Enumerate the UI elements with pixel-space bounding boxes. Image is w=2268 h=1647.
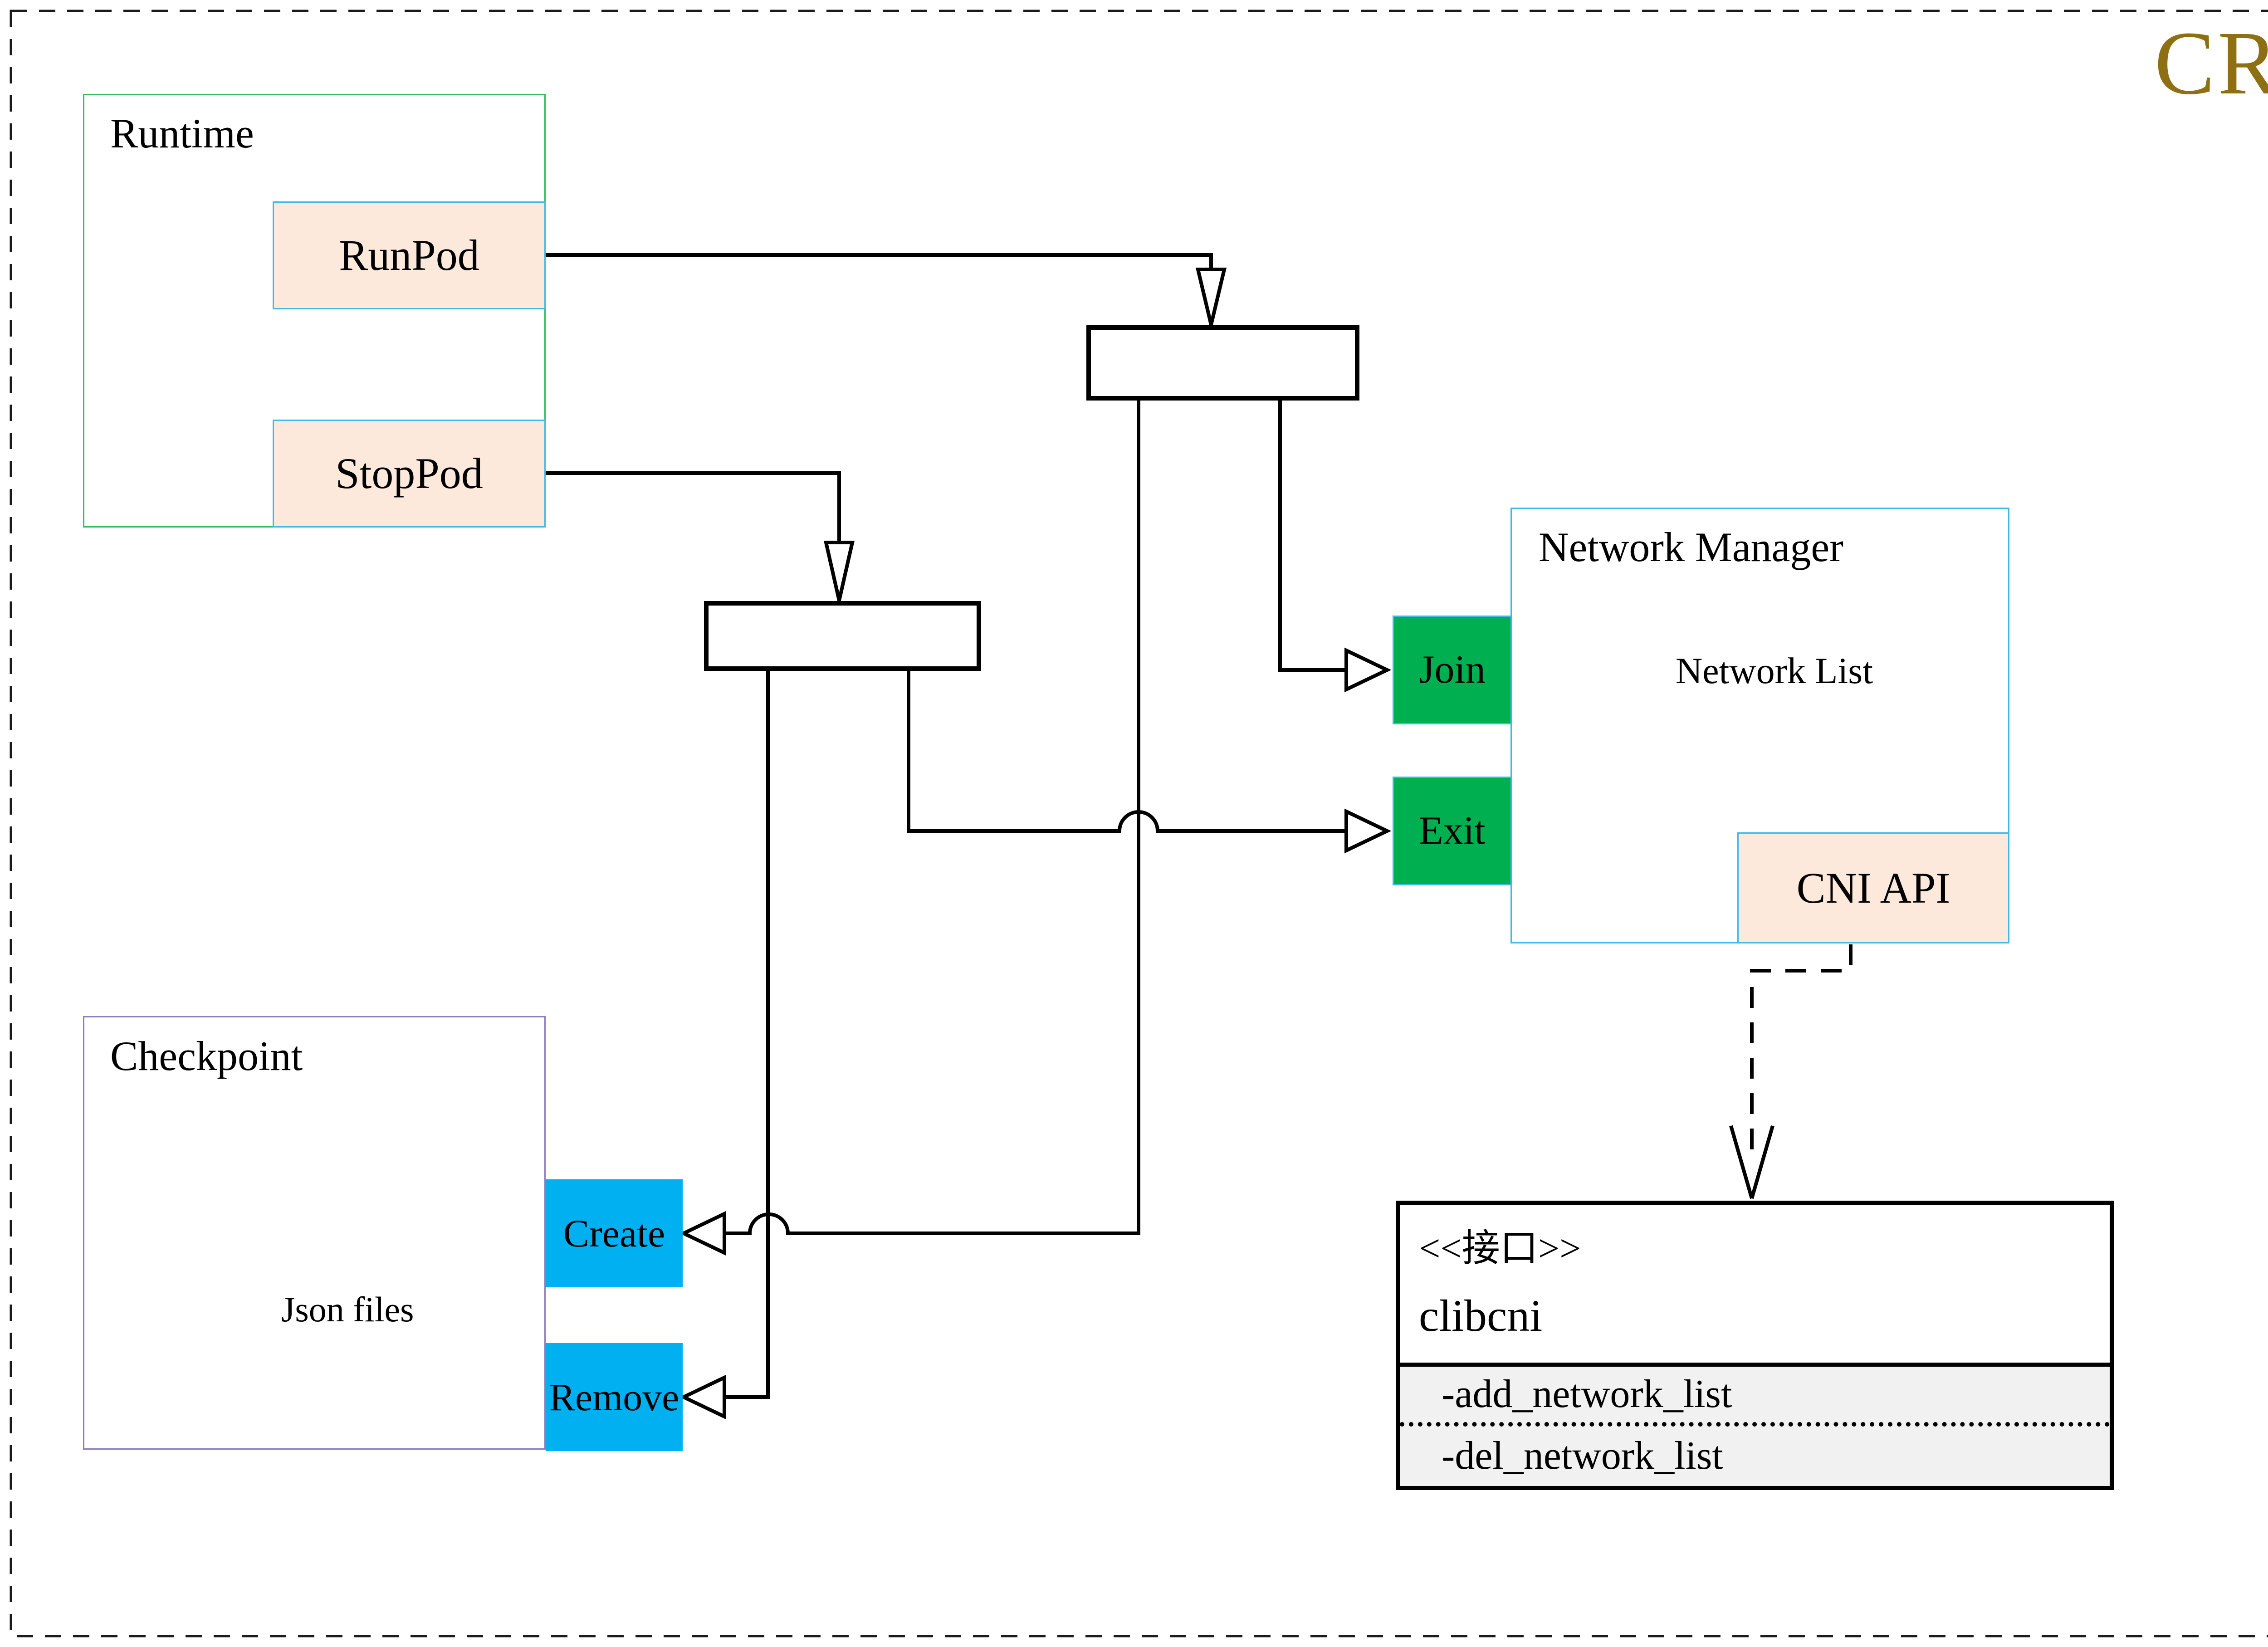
checkpoint-box xyxy=(83,1016,546,1450)
method-add-network-list: -add_network_list xyxy=(1442,1372,1732,1416)
join-label: Join xyxy=(1419,648,1486,692)
page-title: CRI xyxy=(2154,13,2268,113)
exit-label: Exit xyxy=(1419,809,1486,853)
runpod-label: RunPod xyxy=(339,231,479,279)
stoppod-label: StopPod xyxy=(335,449,483,498)
cni-api-label: CNI API xyxy=(1796,863,1950,912)
arrow-stoppod-to-junction2 xyxy=(546,471,841,541)
arrowhead-right-exit-icon xyxy=(1344,808,1392,854)
network-list-label: Network List xyxy=(1676,650,1873,691)
arrowhead-left-remove-icon xyxy=(679,1374,726,1420)
dashed-arrow-cniapi-to-clibcni xyxy=(1750,944,1853,1161)
arrow-junction1-to-join xyxy=(1278,398,1346,672)
json-files-label: Json files xyxy=(281,1290,414,1329)
checkpoint-box-title: Checkpoint xyxy=(110,1033,303,1079)
create-node: Create xyxy=(546,1179,683,1287)
method-row: -add_network_list xyxy=(1400,1367,2110,1427)
join-node: Join xyxy=(1393,616,1512,724)
junction-bar-2 xyxy=(704,601,981,671)
runtime-box-title: Runtime xyxy=(110,110,254,156)
arrow-junction1-to-create xyxy=(724,398,1140,1235)
clibcni-interface-box: <<接口>> clibcni -add_network_list -del_ne… xyxy=(1396,1201,2114,1490)
arrowhead-left-create-icon xyxy=(679,1211,726,1256)
cni-api-node: CNI API xyxy=(1737,832,2009,943)
arrowhead-right-join-icon xyxy=(1344,647,1392,693)
remove-label: Remove xyxy=(549,1375,679,1419)
arrow-runpod-to-junction1 xyxy=(546,253,1213,270)
create-label: Create xyxy=(563,1212,665,1255)
clibcni-name: clibcni xyxy=(1419,1290,1543,1341)
method-row: -del_network_list xyxy=(1400,1427,2110,1486)
arrowhead-down-junction1-icon xyxy=(1195,268,1227,325)
arrowhead-open-v-clibcni-icon xyxy=(1729,1125,1774,1199)
network-manager-title: Network Manager xyxy=(1539,524,1843,570)
junction-bar-1 xyxy=(1086,325,1359,401)
remove-node: Remove xyxy=(546,1343,683,1451)
clibcni-methods-section: -add_network_list -del_network_list xyxy=(1400,1363,2110,1486)
arrowhead-down-junction2-icon xyxy=(823,541,855,601)
stoppod-node: StopPod xyxy=(273,420,546,528)
clibcni-stereotype: <<接口>> xyxy=(1419,1227,1581,1270)
runpod-node: RunPod xyxy=(273,201,546,309)
arrow-junction2-to-exit xyxy=(907,669,1346,833)
exit-node: Exit xyxy=(1393,777,1512,885)
arrow-junction2-to-remove xyxy=(724,669,770,1399)
method-del-network-list: -del_network_list xyxy=(1442,1434,1723,1478)
